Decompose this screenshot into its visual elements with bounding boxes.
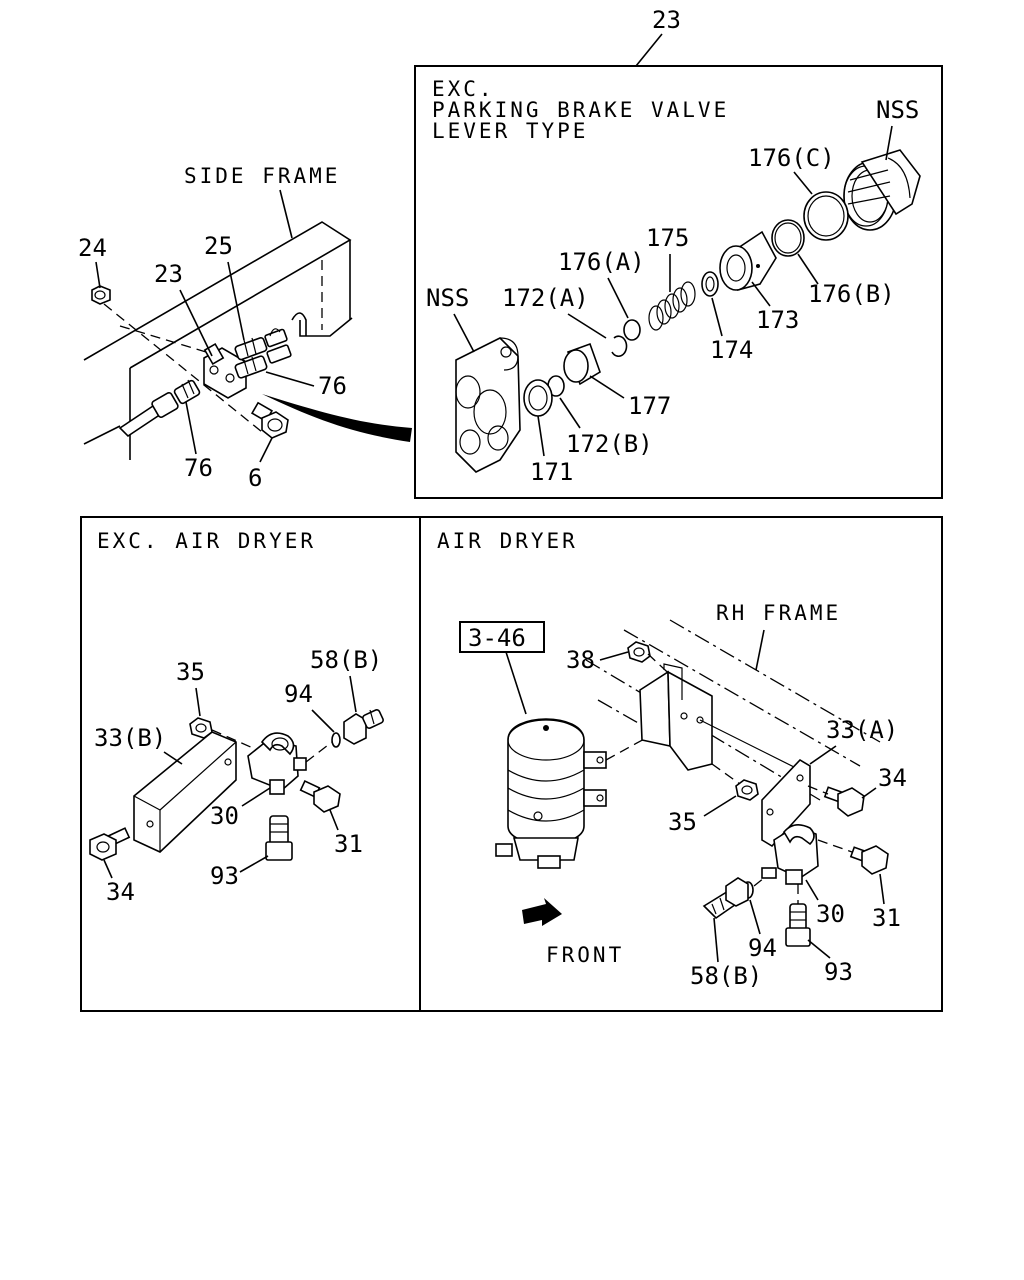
- bracket-33b: [133, 731, 237, 853]
- detail-arrow: [262, 394, 412, 442]
- side-frame-rail: [83, 221, 353, 460]
- top-ref-number: 23: [652, 6, 681, 34]
- snap-ring-172a: [611, 335, 628, 357]
- callout-172a: 172(A): [502, 284, 589, 312]
- washer-174: [701, 271, 719, 297]
- callout-6: 6: [248, 464, 262, 492]
- side-frame-label: SIDE FRAME: [184, 164, 340, 188]
- valve-header-line3: LEVER TYPE: [432, 119, 588, 143]
- callout-94-right: 94: [748, 934, 777, 962]
- side-frame-view: SIDE FRAME: [78, 164, 412, 492]
- callout-31-right: 31: [872, 904, 901, 932]
- front-arrow-icon: [522, 898, 562, 926]
- callout-76-bottom: 76: [184, 454, 213, 482]
- bolt-34-left: [89, 827, 131, 861]
- callout-25: 25: [204, 232, 233, 260]
- callout-93-left: 93: [210, 862, 239, 890]
- o-ring-176a: [623, 319, 641, 341]
- rh-frame-label: RH FRAME: [716, 601, 841, 625]
- ref-box-3-46: [459, 621, 545, 653]
- piston-173: [719, 230, 777, 292]
- callout-177: 177: [628, 392, 671, 420]
- fitting-76-lower: [118, 379, 201, 438]
- exc-air-dryer-header: EXC. AIR DRYER: [97, 529, 316, 553]
- nut-35-right: [735, 779, 759, 801]
- callout-38: 38: [566, 646, 595, 674]
- bolt-31-left: [299, 780, 341, 813]
- callout-173: 173: [756, 306, 799, 334]
- nut-38: [627, 641, 651, 663]
- adapter-93-right: [785, 903, 811, 947]
- callout-94-left: 94: [284, 680, 313, 708]
- bolt-31-right: [849, 845, 889, 875]
- callout-30-left: 30: [210, 802, 239, 830]
- callout-174: 174: [710, 336, 753, 364]
- callout-33b: 33(B): [94, 724, 166, 752]
- spring-175: [648, 281, 696, 331]
- connector-25: [234, 328, 288, 361]
- callout-172b: 172(B): [566, 430, 653, 458]
- callout-34-left: 34: [106, 878, 135, 906]
- nss-valve-body: [455, 337, 521, 473]
- callout-24: 24: [78, 234, 107, 262]
- fitting-76-upper: [234, 344, 292, 379]
- callout-35-right: 35: [668, 808, 697, 836]
- callout-35-left: 35: [176, 658, 205, 686]
- dryer-bracket: [639, 663, 713, 771]
- o-ring-176c: [803, 191, 849, 241]
- callout-175: 175: [646, 224, 689, 252]
- bolt-34-right: [823, 786, 865, 817]
- valve-header-line1: EXC.: [432, 77, 495, 101]
- callout-33a: 33(A): [826, 716, 898, 744]
- valve-30-right: [761, 824, 819, 885]
- callout-176a: 176(A): [558, 248, 645, 276]
- bracket-33a: [761, 758, 811, 848]
- lower-panels-frame: [80, 516, 943, 1012]
- callout-76-right: 76: [318, 372, 347, 400]
- cap-171: [523, 379, 553, 417]
- air-dryer-panel: AIR DRYER RH FRAME 3-46: [437, 529, 907, 990]
- front-label: FRONT: [546, 943, 624, 967]
- callout-176b: 176(B): [808, 280, 895, 308]
- nut-24: [91, 285, 111, 305]
- o-ring-94-left: [331, 732, 341, 748]
- callout-58b-left: 58(B): [310, 646, 382, 674]
- callout-93-right: 93: [824, 958, 853, 986]
- callout-nss-top: NSS: [876, 96, 919, 124]
- callout-23: 23: [154, 260, 183, 288]
- o-ring-176b: [771, 219, 805, 257]
- callout-nss-left: NSS: [426, 284, 469, 312]
- parking-brake-valve-panel: EXC. PARKING BRAKE VALVE LEVER TYPE: [414, 65, 943, 499]
- callout-58b-right: 58(B): [690, 962, 762, 990]
- fitting-58b-left: [343, 709, 384, 745]
- bolt-6: [250, 401, 289, 439]
- valve-header-line2: PARKING BRAKE VALVE: [432, 98, 729, 122]
- callout-176c: 176(C): [748, 144, 835, 172]
- valve-30-left: [247, 732, 307, 795]
- ref-box-3-46-label: 3-46: [468, 624, 526, 652]
- air-dryer-canister: [495, 718, 607, 869]
- adapter-93-left: [265, 815, 293, 861]
- bracket-23: [203, 342, 247, 399]
- nut-35-left: [189, 717, 213, 739]
- plunger-177: [563, 342, 601, 386]
- exc-air-dryer-panel: EXC. AIR DRYER: [89, 529, 384, 906]
- air-dryer-header: AIR DRYER: [437, 529, 578, 553]
- callout-31-left: 31: [334, 830, 363, 858]
- fitting-58b-right: [702, 877, 749, 920]
- callout-30-right: 30: [816, 900, 845, 928]
- nss-cap: [843, 149, 921, 231]
- callout-34-right: 34: [878, 764, 907, 792]
- callout-171: 171: [530, 458, 573, 486]
